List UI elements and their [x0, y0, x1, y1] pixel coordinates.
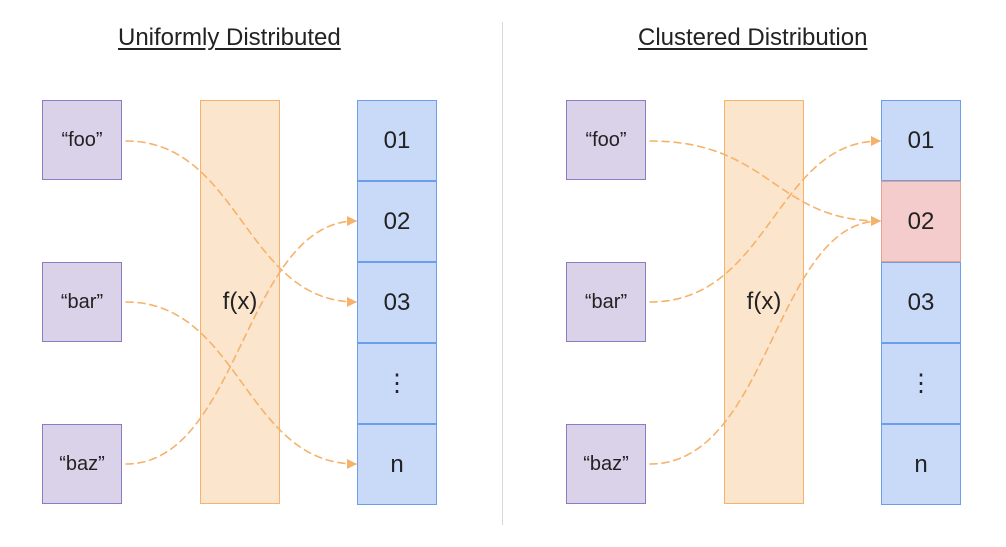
right-key-foo: “foo” — [566, 100, 646, 180]
left-key-bar: “bar” — [42, 262, 122, 342]
left-key-foo: “foo” — [42, 100, 122, 180]
right-title: Clustered Distribution — [638, 24, 868, 51]
left-title: Uniformly Distributed — [118, 24, 341, 51]
left-bucket-02: 02 — [357, 181, 437, 262]
left-bucket-01: 01 — [357, 100, 437, 181]
right-key-bar: “bar” — [566, 262, 646, 342]
left-key-baz: “baz” — [42, 424, 122, 504]
left-hash-function: f(x) — [200, 100, 280, 504]
right-bucket-02-collision: 02 — [881, 181, 961, 262]
right-key-baz: “baz” — [566, 424, 646, 504]
left-bucket-03: 03 — [357, 262, 437, 343]
panel-divider — [502, 22, 503, 525]
right-bucket-ellipsis: ⋮ — [881, 343, 961, 424]
left-bucket-n: n — [357, 424, 437, 505]
right-hash-function: f(x) — [724, 100, 804, 504]
right-bucket-01: 01 — [881, 100, 961, 181]
right-bucket-n: n — [881, 424, 961, 505]
left-bucket-ellipsis: ⋮ — [357, 343, 437, 424]
right-bucket-03: 03 — [881, 262, 961, 343]
